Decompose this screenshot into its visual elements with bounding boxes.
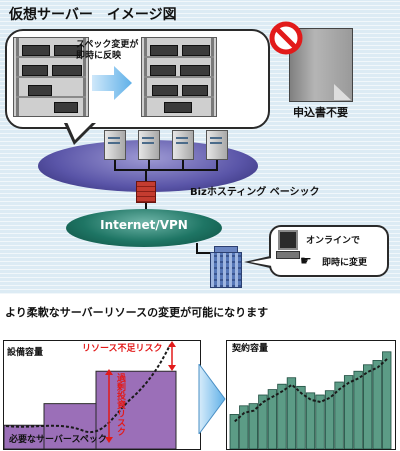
server-icon [138, 130, 160, 160]
instant-change-text: 即時に変更 [322, 258, 368, 268]
contract-capacity-bar [334, 381, 344, 449]
transition-arrow-icon [198, 364, 226, 434]
no-application-form-label: 申込書不要 [293, 106, 348, 119]
contract-capacity-bar [296, 385, 306, 449]
server-rack-after [141, 37, 217, 117]
contract-capacity-bar [372, 360, 382, 449]
office-building-icon [210, 252, 242, 288]
server-icon [172, 130, 194, 160]
spec-change-text: スペック変更が 即時に反映 [76, 40, 139, 61]
facility-capacity-label: 設備容量 [7, 348, 44, 358]
contract-capacity-bar [239, 405, 249, 449]
contract-capacity-bar [277, 383, 287, 449]
prohibited-icon [269, 21, 303, 55]
server-icon [104, 130, 126, 160]
online-text: オンラインで [306, 236, 361, 246]
right-arrow-icon [92, 66, 132, 100]
contract-capacity-bar [286, 377, 297, 449]
contract-capacity-bar [363, 364, 373, 449]
contract-capacity-bar [248, 403, 258, 449]
over-investment-risk-label: 過剰投資リスク [115, 373, 125, 436]
keyboard-icon [276, 251, 300, 259]
contract-capacity-bar [353, 370, 363, 449]
contract-capacity-bar [343, 375, 354, 449]
contract-capacity-bar [229, 414, 239, 449]
contract-capacity-bar [315, 394, 325, 449]
internet-vpn-label: Internet/VPN [100, 218, 188, 232]
server-icon [206, 130, 228, 160]
required-spec-curve [5, 344, 171, 434]
hosting-service-label: Bizホスティング ベーシック [190, 187, 320, 198]
page-title: 仮想サーバー イメージ図 [9, 7, 177, 23]
contract-capacity-label: 契約容量 [232, 344, 269, 354]
capacity-step-graph [4, 341, 177, 449]
contract-capacity-bar [382, 351, 392, 449]
contract-capacity-bar [267, 389, 278, 449]
contract-capacity-bar [258, 394, 268, 449]
contract-capacity-bar [305, 392, 316, 449]
flexibility-caption: より柔軟なサーバーリソースの変更が可能になります [5, 306, 269, 319]
firewall-icon [136, 181, 156, 203]
internet-vpn-ellipse [66, 209, 222, 247]
contract-capacity-chart [226, 340, 396, 450]
pointing-hand-icon: ☛ [300, 254, 312, 269]
traditional-capacity-chart [3, 340, 201, 450]
computer-monitor-icon [278, 230, 298, 250]
demand-curve [234, 358, 388, 423]
required-spec-label: 必要なサーバースペック [9, 435, 107, 445]
contract-bar-graph [229, 351, 392, 449]
server-rack-before [13, 37, 89, 117]
resource-shortage-risk-label: リソース不足リスク [82, 344, 163, 354]
contract-capacity-bar [324, 390, 335, 449]
